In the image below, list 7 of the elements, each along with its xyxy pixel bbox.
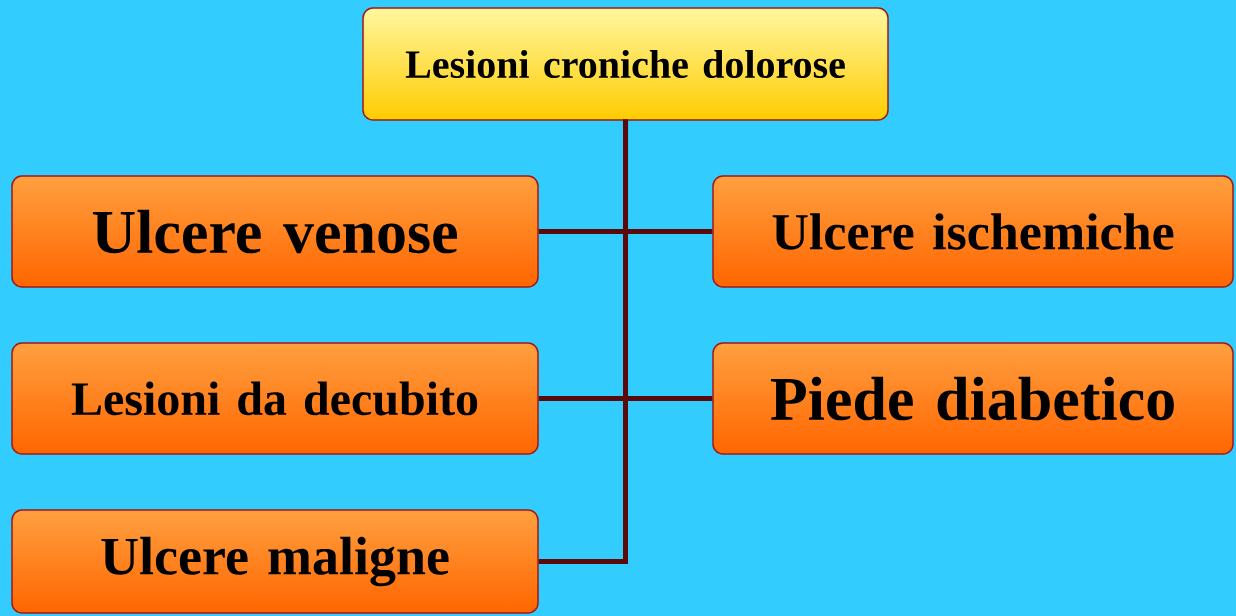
category-box: Ulcere venose: [11, 175, 539, 288]
category-box: Ulcere maligne: [11, 509, 539, 614]
connector-line: [538, 119, 628, 564]
category-box: Piede diabetico: [712, 342, 1234, 455]
category-box: Ulcere ischemiche: [712, 175, 1234, 288]
category-box: Lesioni da decubito: [11, 342, 539, 455]
title-box: Lesioni croniche dolorose: [362, 7, 889, 121]
